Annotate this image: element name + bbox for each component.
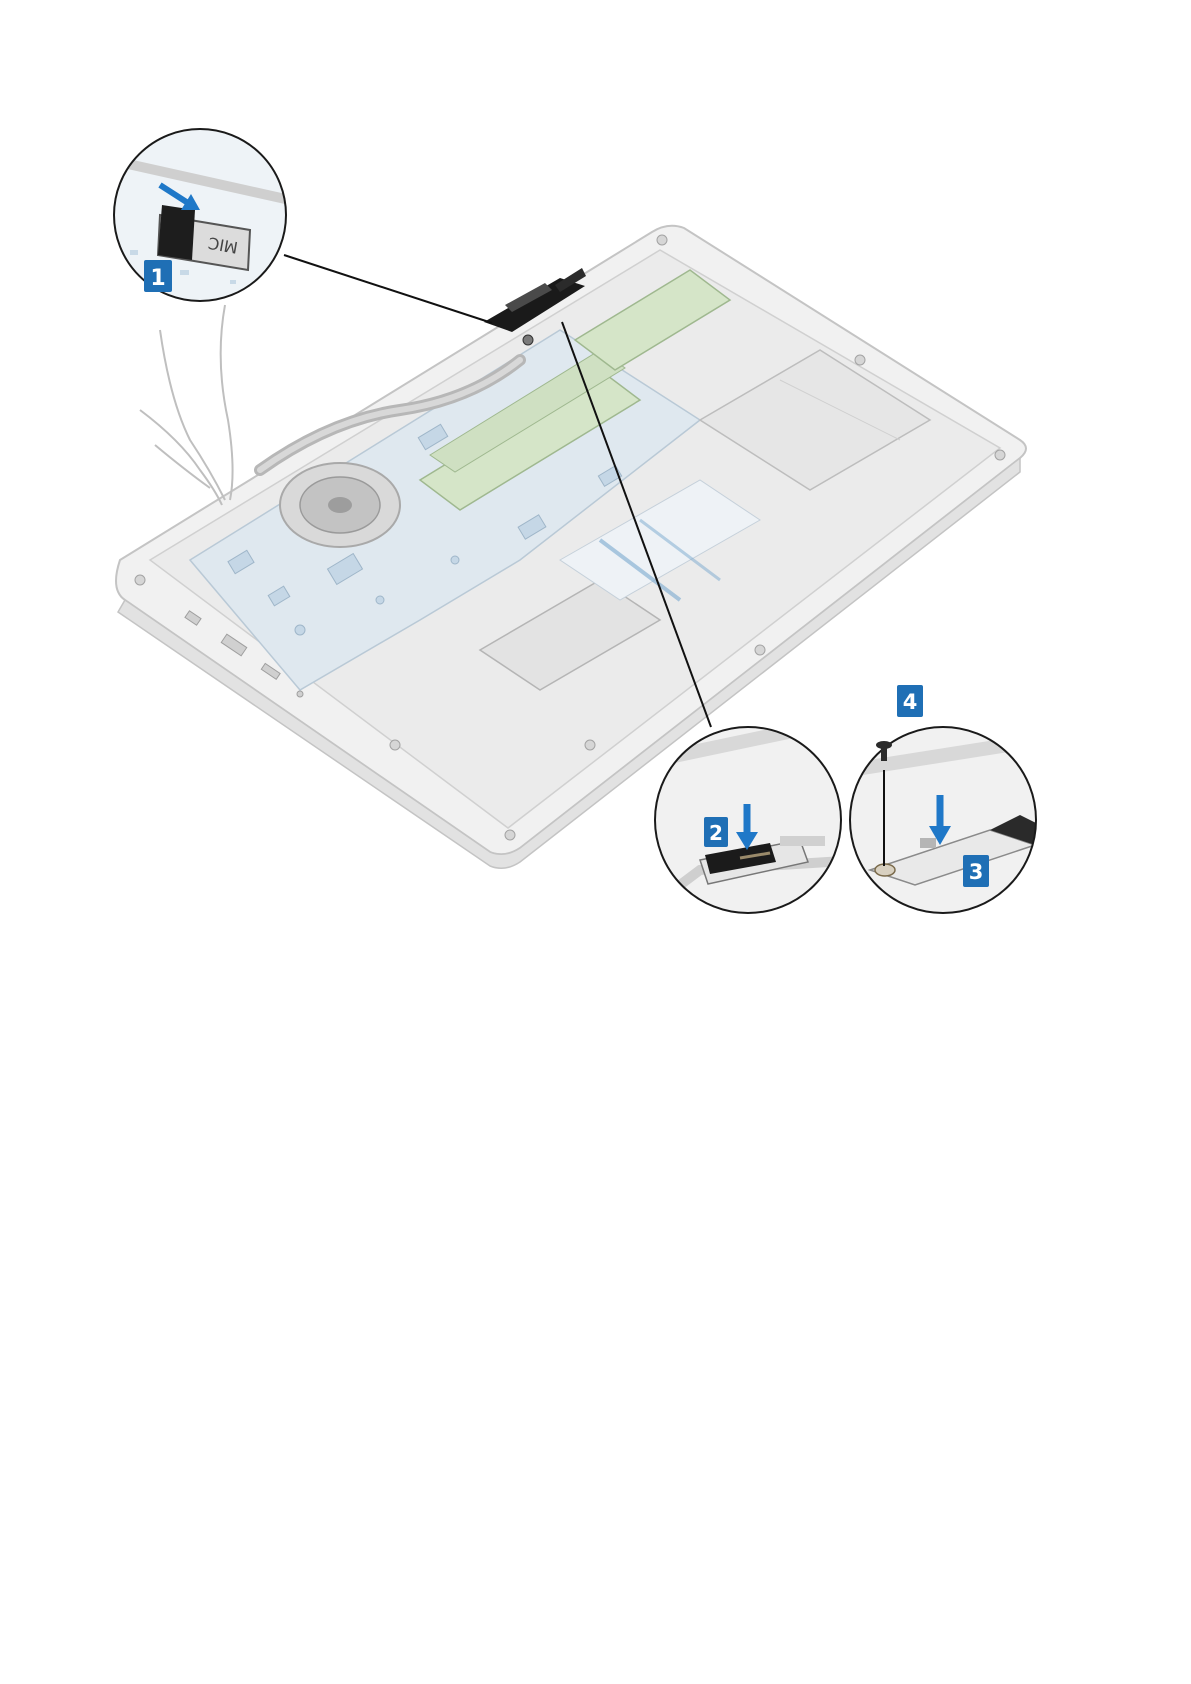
- step-badge-3: 3: [963, 855, 989, 887]
- callout-step-2: 2: [650, 720, 860, 925]
- step-badge-4: 4: [897, 685, 923, 717]
- step-badge-2: 2: [704, 817, 728, 847]
- step-number-1: 1: [150, 266, 165, 291]
- step-number-4: 4: [903, 690, 918, 714]
- step-number-3: 3: [969, 860, 984, 884]
- cooling-fan: [280, 463, 400, 547]
- callout-step-1: MIC 1: [110, 125, 290, 305]
- step-number-2: 2: [709, 821, 723, 845]
- step-badge-1: 1: [144, 260, 172, 292]
- antenna-cables: [140, 305, 233, 505]
- leader-line-1: [284, 255, 492, 323]
- callout-step-3: 3: [845, 725, 1045, 925]
